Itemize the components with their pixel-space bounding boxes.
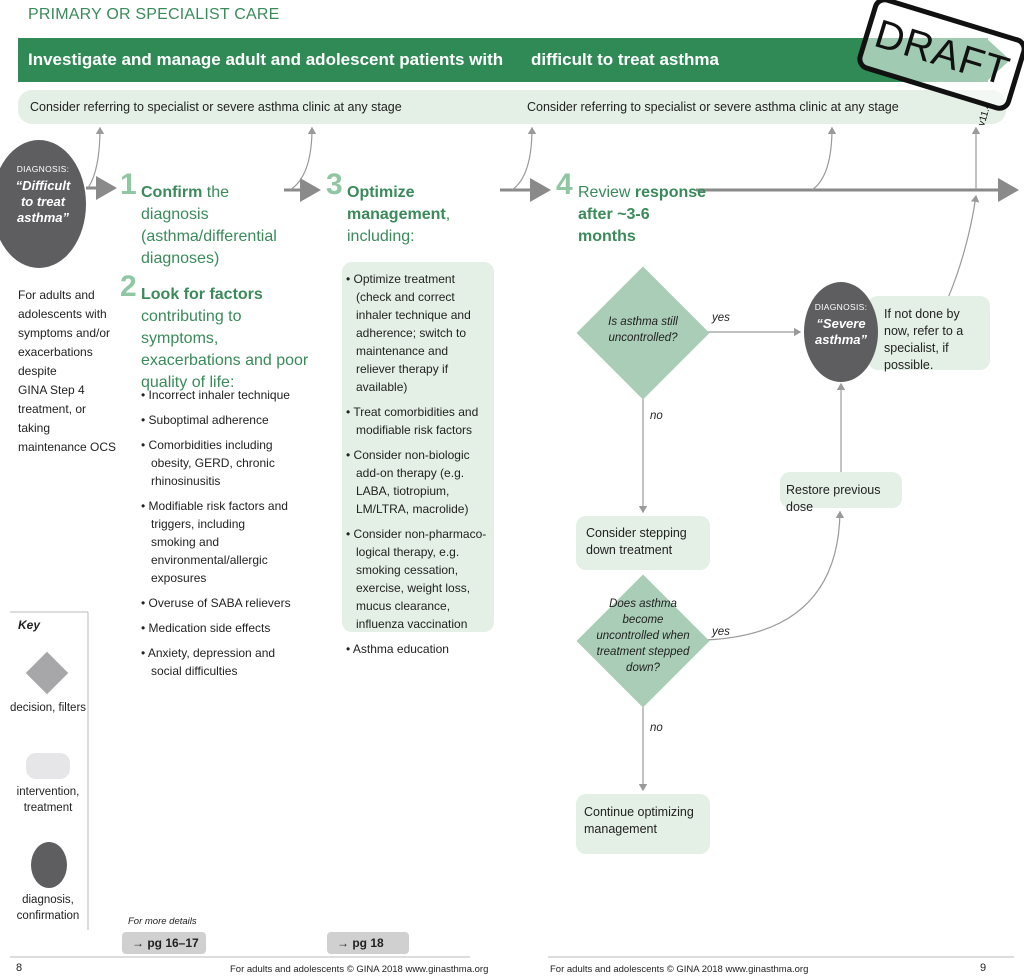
- refer-specialist-box: If not done by now, refer to a specialis…: [868, 296, 990, 372]
- management-item: • Asthma education: [346, 642, 449, 656]
- factor-item: • Suboptimal adherence: [141, 413, 269, 427]
- decision-1-yes: yes: [712, 312, 730, 324]
- refer-specialist-text: If not done by now, refer to a specialis…: [884, 307, 964, 372]
- step-down-text: Consider stepping down treatment: [586, 526, 687, 557]
- step-1-number: 1: [120, 168, 137, 201]
- refer-bar: [18, 90, 1006, 124]
- continue-box: Continue optimizing management: [576, 794, 710, 854]
- banner-title-right: difficult to treat asthma: [531, 50, 719, 69]
- patient-description: For adults and adolescents with symptoms…: [18, 286, 118, 457]
- footer-page-right: 9: [980, 962, 987, 974]
- factor-item: • Comorbidities including obesity, GERD,…: [141, 438, 275, 488]
- factor-item: • Overuse of SABA relievers: [141, 596, 291, 610]
- section-label: PRIMARY OR SPECIALIST CARE: [28, 6, 280, 23]
- factor-item: • Anxiety, depression and social difficu…: [141, 646, 276, 678]
- patient-description-line: For adults and: [18, 288, 95, 302]
- refer-arrow-4: [811, 126, 837, 191]
- continue-text: Continue optimizing management: [584, 805, 694, 836]
- severe-line-1: “Severe: [816, 316, 866, 331]
- step-down-box: Consider stepping down treatment: [576, 516, 710, 570]
- step-3-box: [342, 262, 494, 632]
- step-4-bold: response: [634, 184, 707, 201]
- severe-diagnosis-label: DIAGNOSIS:: [814, 302, 868, 312]
- step-4-title: Review response after ~3-6 months: [578, 182, 708, 248]
- patient-description-line: GINA Step 4: [18, 383, 85, 397]
- refer-arrow-2: [289, 126, 317, 191]
- step-4-plain: Review: [578, 184, 635, 201]
- title-banner: [18, 38, 988, 82]
- step-2-line-3: exacerbations and poor: [141, 352, 309, 369]
- factor-item: • Modifiable risk factors and triggers, …: [141, 499, 288, 585]
- key-intervention-text: intervention, treatment: [16, 786, 80, 814]
- step-2-factor-list: • Incorrect inhaler technique • Suboptim…: [141, 386, 291, 687]
- step-4-number: 4: [556, 168, 573, 201]
- management-item: • Treat comorbidities and modifiable ris…: [346, 405, 479, 437]
- key-decision-text: decision, filters: [9, 702, 87, 714]
- step-3-number: 3: [326, 168, 343, 201]
- page-link-18[interactable]: → pg 18: [327, 932, 409, 954]
- decision-1-no: no: [650, 410, 663, 422]
- step-1-line-3: diagnoses): [141, 250, 220, 267]
- key-diagnosis-text: diagnosis, confirmation: [16, 894, 80, 922]
- step-3-management-list: • Optimize treatment (check and correct …: [346, 270, 488, 665]
- step-1-bold: Confirm: [141, 184, 203, 201]
- step-2-number: 2: [120, 270, 137, 303]
- more-details-label: For more details: [128, 916, 197, 927]
- restore-box: Restore previous dose: [780, 472, 902, 514]
- severe-line-2: asthma”: [814, 332, 868, 347]
- patient-description-line: maintenance OCS: [18, 440, 117, 454]
- diagnosis-severe-circle: DIAGNOSIS: “Severe asthma”: [804, 282, 878, 382]
- diagnosis-line-3: asthma”: [16, 210, 70, 225]
- decision-1-text: Is asthma still uncontrolled?: [608, 316, 678, 344]
- patient-description-line: adolescents with: [18, 307, 107, 321]
- diagnosis-label: DIAGNOSIS:: [16, 164, 70, 174]
- refer-text-right: Consider referring to specialist or seve…: [527, 100, 899, 114]
- factor-item: • Incorrect inhaler technique: [141, 388, 290, 402]
- step-1-title: Confirm the diagnosis (asthma/differenti…: [141, 182, 291, 270]
- restore-text: Restore previous dose: [786, 483, 881, 514]
- footer-text-right: For adults and adolescents © GINA 2018 w…: [550, 964, 809, 975]
- footer-page-left: 8: [16, 962, 23, 974]
- step-3-comma: ,: [445, 206, 451, 223]
- key-title: Key: [18, 618, 41, 632]
- refer-arrow-3: [511, 126, 537, 191]
- step-3-bold: Optimize management: [347, 184, 446, 223]
- step-1-rest: the diagnosis: [141, 184, 230, 223]
- factor-item: • Medication side effects: [141, 621, 271, 635]
- step-2-line-4: quality of life:: [141, 374, 235, 391]
- step-3-line-2: including:: [347, 228, 415, 245]
- footer-text-left: For adults and adolescents © GINA 2018 w…: [230, 964, 489, 975]
- refer-arrow-1: [87, 126, 105, 189]
- key-intervention-shape: [26, 753, 70, 779]
- step-4-line-2: after ~3-6 months: [578, 206, 650, 245]
- arrow-d2-yes: [705, 510, 845, 641]
- step-2-title: Look for factors contributing to symptom…: [141, 284, 321, 394]
- key-diagnosis-shape: [31, 842, 67, 888]
- page-link-16-17[interactable]: → pg 16–17: [122, 932, 206, 954]
- patient-description-line: symptoms and/or: [18, 326, 111, 340]
- management-item: • Optimize treatment (check and correct …: [346, 272, 471, 394]
- step-2-bold: Look for factors: [141, 286, 263, 303]
- refer-arrow-from-refer-box: [947, 194, 980, 299]
- decision-2-text: Does asthma become uncontrolled when tre…: [596, 598, 690, 674]
- diagnosis-line-2: to treat: [20, 194, 66, 209]
- refer-text-left: Consider referring to specialist or seve…: [30, 100, 402, 114]
- patient-description-line: treatment, or taking: [18, 402, 87, 435]
- decision-2-yes: yes: [712, 626, 730, 638]
- diagnosis-difficult-circle: DIAGNOSIS: “Difficult to treat asthma”: [0, 140, 86, 268]
- patient-description-line: exacerbations despite: [18, 345, 93, 378]
- diagnosis-line-1: “Difficult: [15, 178, 71, 193]
- step-3-title: Optimize management, including:: [347, 182, 507, 248]
- management-item: • Consider non-biologic add-on therapy (…: [346, 448, 470, 516]
- management-item: • Consider non-pharmaco-logical therapy,…: [346, 527, 487, 631]
- step-1-line-2: (asthma/differential: [141, 228, 277, 245]
- step-2-line-2: contributing to symptoms,: [141, 308, 242, 347]
- decision-2-no: no: [650, 722, 663, 734]
- banner-title-left: Investigate and manage adult and adolesc…: [28, 50, 504, 69]
